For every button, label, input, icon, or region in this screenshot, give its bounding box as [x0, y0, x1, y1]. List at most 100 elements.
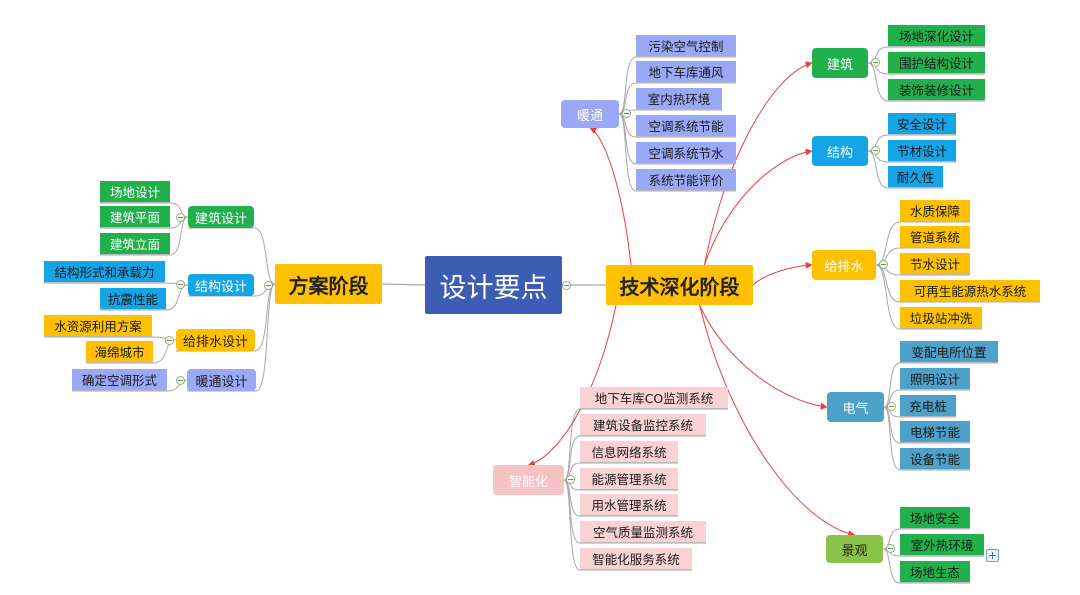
arch-leaf-site-deepening[interactable]: 场地深化设计 — [888, 25, 985, 47]
scheme-plumb-connector — [44, 336, 177, 341]
scheme-leaf-site-design[interactable]: 场地设计 — [100, 181, 170, 203]
elec-leaf-equipment[interactable]: 设备节能 — [900, 448, 970, 470]
smart-leaf-network[interactable]: 信息网络系统 — [580, 441, 678, 463]
scheme-connector — [187, 283, 276, 392]
struct-connector — [867, 150, 956, 163]
scheme-struct-connector — [44, 282, 189, 286]
scheme-leaf-seismic[interactable]: 抗震性能 — [100, 288, 166, 310]
struct-connector — [867, 134, 956, 152]
collapse-toggle-tech-structure[interactable] — [871, 146, 880, 155]
tech-topic-architecture[interactable]: 建筑 — [812, 48, 868, 78]
collapse-toggle-tech-stage[interactable] — [562, 281, 571, 290]
collapse-toggle-tech-architecture[interactable] — [871, 58, 880, 67]
land-leaf-site-safety[interactable]: 场地安全 — [900, 507, 970, 529]
tech-topic-hvac[interactable]: 暖通 — [561, 100, 619, 128]
smart-leaf-garage-co[interactable]: 地下车库CO监测系统 — [580, 387, 728, 409]
central-topic[interactable]: 设计要点 — [425, 256, 562, 314]
scheme-leaf-sponge-city[interactable]: 海绵城市 — [86, 341, 153, 363]
scheme-leaf-ac-type[interactable]: 确定空调形式 — [72, 369, 167, 391]
arrow-to-structure — [704, 148, 813, 266]
collapse-toggle-tech-intelligent[interactable] — [566, 475, 575, 484]
land-connector — [882, 528, 970, 550]
collapse-toggle-tech-landscape[interactable] — [886, 544, 895, 553]
tech-topic-structure[interactable]: 结构 — [812, 136, 868, 166]
hvac-leaf-ac-water[interactable]: 空调系统节水 — [636, 142, 736, 164]
elec-connector — [883, 389, 970, 408]
arch-connector — [867, 46, 985, 64]
scheme-topic-plumbing[interactable]: 给排水设计 — [176, 329, 255, 351]
collapse-toggle-scheme-structure[interactable] — [176, 280, 185, 289]
scheme-topic-structure[interactable]: 结构设计 — [188, 274, 254, 296]
tech-topic-plumbing[interactable]: 给排水 — [812, 250, 876, 280]
hvac-leaf-garage-ventilation[interactable]: 地下车库通风 — [636, 61, 736, 83]
arrow-to-architecture — [704, 61, 813, 266]
scheme-leaf-structural-form[interactable]: 结构形式和承载力 — [44, 261, 165, 283]
collapse-toggle-scheme-architecture[interactable] — [176, 213, 185, 222]
elec-connector — [883, 362, 998, 408]
tech-topic-intelligent[interactable]: 智能化 — [493, 465, 564, 495]
scheme-arch-connector — [100, 216, 189, 256]
hvac-connector — [618, 109, 722, 115]
arrow-to-hvac — [589, 127, 632, 266]
smart-leaf-service[interactable]: 智能化服务系统 — [580, 548, 692, 570]
collapse-toggle-tech-electrical[interactable] — [887, 402, 896, 411]
scheme-struct-connector — [100, 284, 189, 311]
plumb-leaf-garbage-flush[interactable]: 垃圾站冲洗 — [900, 307, 982, 329]
arrow-to-electrical — [699, 304, 828, 410]
smart-connector — [563, 479, 692, 571]
hvac-leaf-energy-evaluation[interactable]: 系统节能评价 — [636, 169, 736, 191]
scheme-arch-connector — [100, 202, 189, 218]
struct-connector — [867, 150, 943, 189]
elec-leaf-elevator[interactable]: 电梯节能 — [900, 421, 970, 443]
land-connector — [882, 548, 984, 557]
land-leaf-site-ecology[interactable]: 场地生态 — [900, 561, 970, 583]
arrow-to-landscape — [699, 304, 856, 538]
collapse-toggle-tech-hvac[interactable] — [622, 109, 631, 118]
collapse-toggle-scheme-plumbing[interactable] — [165, 336, 174, 345]
arch-connector — [867, 62, 985, 75]
struct-leaf-material-saving[interactable]: 节材设计 — [888, 140, 956, 162]
arch-leaf-envelope[interactable]: 围护结构设计 — [888, 52, 985, 74]
struct-leaf-safety[interactable]: 安全设计 — [888, 113, 956, 135]
scheme-topic-hvac[interactable]: 暖通设计 — [187, 369, 256, 391]
hvac-connector — [618, 82, 736, 115]
scheme-arch-connector — [100, 216, 189, 229]
expand-plus-icon[interactable] — [986, 549, 999, 562]
elec-leaf-substation[interactable]: 变配电所位置 — [900, 341, 998, 363]
tech-topic-landscape[interactable]: 景观 — [826, 535, 883, 563]
hvac-leaf-pollution-control[interactable]: 污染空气控制 — [636, 35, 736, 57]
scheme-topic-architecture[interactable]: 建筑设计 — [188, 206, 254, 228]
elec-connector — [883, 406, 970, 471]
root-left-connector — [381, 283, 426, 286]
scheme-leaf-water-resources[interactable]: 水资源利用方案 — [44, 315, 152, 337]
elec-leaf-lighting[interactable]: 照明设计 — [900, 368, 970, 390]
plumb-leaf-water-saving[interactable]: 节水设计 — [900, 253, 970, 275]
scheme-leaf-elevation[interactable]: 建筑立面 — [100, 233, 170, 255]
arrow-to-plumbing — [752, 261, 813, 286]
arrow-to-intelligent — [527, 304, 617, 467]
hvac-connector — [618, 56, 736, 115]
smart-leaf-equipment-monitor[interactable]: 建筑设备监控系统 — [580, 414, 706, 436]
hvac-leaf-thermal-env[interactable]: 室内热环境 — [636, 88, 722, 110]
hvac-connector — [618, 113, 736, 192]
branch-tech-stage[interactable]: 技术深化阶段 — [606, 265, 753, 305]
collapse-toggle-tech-plumbing[interactable] — [879, 260, 888, 269]
elec-leaf-charging-pile[interactable]: 充电桩 — [900, 395, 956, 417]
land-connector — [882, 548, 970, 584]
plumb-leaf-pipe-system[interactable]: 管道系统 — [900, 226, 970, 248]
plumb-leaf-water-quality[interactable]: 水质保障 — [900, 200, 970, 222]
tech-topic-electrical[interactable]: 电气 — [827, 392, 884, 422]
smart-leaf-water-mgmt[interactable]: 用水管理系统 — [580, 494, 678, 516]
plumb-leaf-renewable-hot-water[interactable]: 可再生能源热水系统 — [900, 280, 1040, 302]
smart-leaf-energy-mgmt[interactable]: 能源管理系统 — [580, 468, 678, 490]
arch-leaf-decoration[interactable]: 装饰装修设计 — [888, 79, 985, 101]
branch-scheme-stage[interactable]: 方案阶段 — [275, 264, 382, 304]
hvac-leaf-ac-energy[interactable]: 空调系统节能 — [636, 115, 736, 137]
scheme-leaf-floor-plan[interactable]: 建筑平面 — [100, 206, 170, 228]
struct-leaf-durability[interactable]: 耐久性 — [888, 166, 943, 188]
land-leaf-outdoor-thermal[interactable]: 室外热环境 — [900, 534, 984, 556]
smart-leaf-air-quality[interactable]: 空气质量监测系统 — [580, 521, 706, 543]
collapse-toggle-scheme-stage[interactable] — [264, 281, 273, 290]
collapse-toggle-scheme-hvac[interactable] — [176, 376, 185, 385]
